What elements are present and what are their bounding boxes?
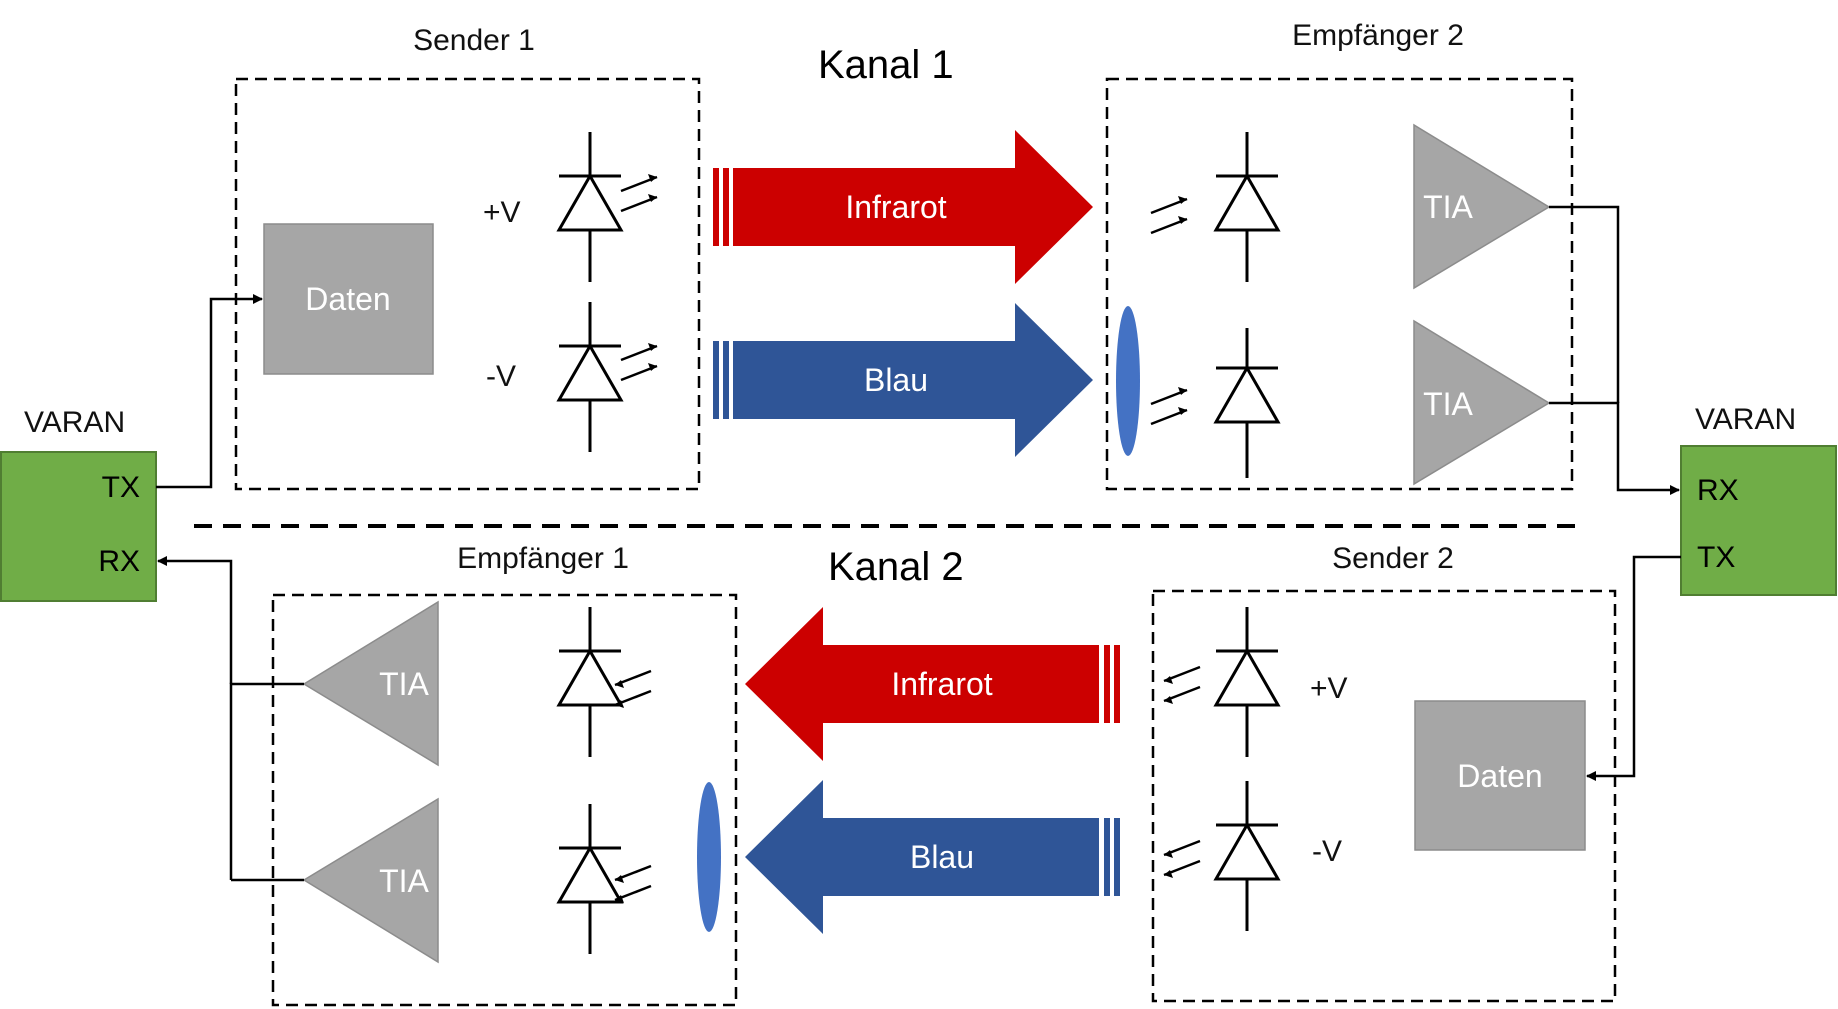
varan-right-title: VARAN [1695, 403, 1796, 436]
wire-receiver1-tia-top-out [229, 682, 304, 880]
receiver2: Empfänger 2 TIA TIA [1105, 19, 1574, 491]
varan-right-rx: RX [1697, 474, 1739, 507]
sender2-title: Sender 2 [1332, 542, 1454, 575]
wire-receiver2-tia-bottom-to-varan-right-rx [1549, 401, 1680, 495]
kanal1-infrarot-label: Infrarot [845, 189, 946, 225]
receiver1-tia-bottom-label: TIA [379, 863, 429, 899]
sender2-led-top [1162, 607, 1281, 757]
kanal2-blau-label: Blau [910, 839, 974, 875]
varan-right-tx: TX [1697, 541, 1735, 574]
sender1: Sender 1 Daten +V -V [234, 24, 701, 491]
receiver2-photodiode-bottom [1149, 328, 1281, 478]
wire-receiver1-to-varan-left-rx [157, 556, 233, 684]
kanal1-title: Kanal 1 [818, 43, 954, 87]
kanal1-blau-label: Blau [864, 362, 928, 398]
kanal2-blau-arrow: Blau [745, 780, 1120, 934]
receiver1-frame [271, 593, 738, 1007]
kanal2-infrarot-label: Infrarot [891, 666, 992, 702]
receiver2-lens [1116, 306, 1140, 456]
wire-varan-right-tx-to-sender2-data [1586, 555, 1681, 781]
sender2-led-bottom [1162, 781, 1281, 931]
receiver1-tia-top-label: TIA [379, 666, 429, 702]
varan-left-tx: TX [102, 471, 140, 504]
receiver2-photodiode-top [1149, 132, 1281, 282]
receiver1: Empfänger 1 TIA TIA [271, 542, 738, 1007]
receiver2-tia-bottom-label: TIA [1423, 386, 1473, 422]
sender2: Sender 2 +V -V Daten [1151, 542, 1617, 1003]
wire-varan-left-tx-to-sender1-data [156, 294, 263, 489]
receiver1-photodiode-top [556, 607, 653, 757]
receiver2-tia-bottom: TIA [1413, 319, 1551, 486]
receiver1-lens [697, 782, 721, 932]
receiver2-frame [1105, 77, 1574, 491]
receiver2-tia-top: TIA [1413, 123, 1551, 290]
receiver1-photodiode-bottom [556, 804, 653, 954]
varan-left-box [0, 451, 157, 602]
sender1-led-bottom [556, 302, 659, 452]
sender1-frame [234, 77, 701, 491]
sender2-data-box [1414, 700, 1586, 851]
wire-receiver2-tia-top-out [1549, 205, 1620, 403]
sender1-plus-v: +V [483, 196, 521, 229]
varan-left-title: VARAN [24, 406, 125, 439]
sender2-plus-v: +V [1310, 672, 1348, 705]
sender2-minus-v: -V [1312, 835, 1342, 868]
wires [156, 205, 1681, 882]
kanal1-infrarot-arrow: Infrarot [713, 130, 1093, 284]
sender1-data-label: Daten [305, 281, 390, 317]
sender1-title: Sender 1 [413, 24, 535, 57]
kanal2-title: Kanal 2 [828, 545, 964, 589]
receiver2-title: Empfänger 2 [1292, 19, 1464, 52]
receiver1-tia-bottom: TIA [302, 797, 439, 964]
receiver1-tia-top: TIA [302, 600, 439, 767]
varan-left-rx: RX [98, 545, 140, 578]
kanal2-infrarot-arrow: Infrarot [745, 607, 1120, 761]
sender1-data-box [263, 223, 434, 375]
sender1-led-top [556, 132, 659, 282]
sender1-minus-v: -V [486, 360, 516, 393]
kanal1-blau-arrow: Blau [713, 303, 1093, 457]
varan-right-box [1680, 445, 1837, 596]
varan-right: VARAN RX TX [1680, 403, 1837, 596]
varan-left: VARAN TX RX [0, 406, 157, 602]
receiver2-tia-top-label: TIA [1423, 189, 1473, 225]
sender2-frame [1151, 589, 1617, 1003]
sender2-data-label: Daten [1457, 758, 1542, 794]
receiver1-title: Empfänger 1 [457, 542, 629, 575]
